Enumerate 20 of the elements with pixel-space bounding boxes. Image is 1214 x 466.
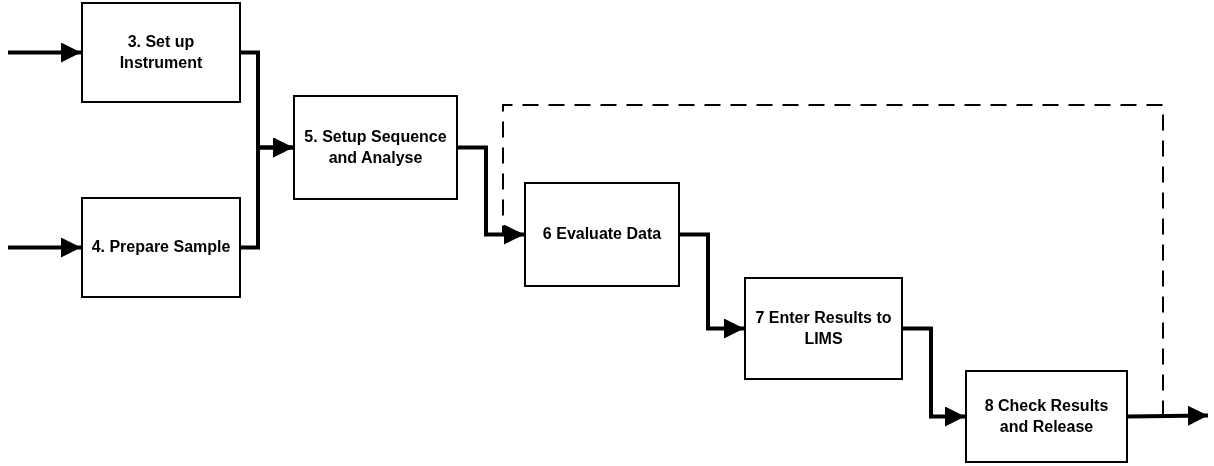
process-box — [524, 182, 680, 287]
step-label: 8 Check Results and Release — [983, 395, 1110, 437]
step-label: 4. Prepare Sample — [91, 237, 231, 258]
dashed-feedback-arrow — [502, 104, 1164, 418]
process-box — [744, 277, 903, 380]
step-label: 6 Evaluate Data — [542, 224, 662, 245]
arrow — [241, 137, 293, 250]
process-box — [965, 370, 1128, 463]
process-box — [293, 95, 458, 200]
arrow — [8, 237, 81, 258]
step-label: 7 Enter Results to LIMS — [754, 307, 893, 349]
arrow — [903, 326, 965, 427]
arrow — [458, 145, 524, 245]
arrow — [1127, 405, 1209, 426]
arrow — [8, 42, 81, 63]
step-label: 5. Setup Sequence and Analyse — [303, 126, 448, 168]
process-box — [81, 197, 241, 298]
process-box — [81, 2, 241, 103]
arrow — [680, 232, 744, 339]
step-label: 3. Set up Instrument — [118, 31, 204, 73]
